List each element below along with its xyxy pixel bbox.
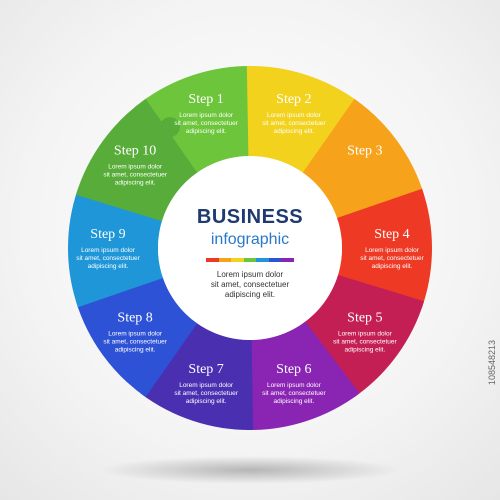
rainbow-swatch	[256, 258, 269, 262]
stock-id: 108548213	[487, 340, 497, 386]
step-label: Step 10	[114, 144, 156, 159]
puzzle-tab	[159, 117, 180, 138]
step-label: Step 2	[276, 92, 311, 107]
step-description-line: Lorem ipsum dolor	[267, 112, 322, 119]
rainbow-bar	[206, 258, 295, 262]
step-description-line: Lorem ipsum dolor	[179, 112, 234, 119]
step-description-line: sit amet, consectetuer	[174, 390, 238, 397]
center-desc-line: sit amet, consectetuer	[210, 280, 290, 289]
step-label: Step 7	[188, 362, 223, 377]
step-description-line: adipiscing elit.	[186, 128, 227, 135]
business-title: BUSINESS	[196, 206, 304, 228]
step-label: Step 1	[188, 92, 223, 107]
step-segment	[246, 66, 360, 175]
step-description-line: Lorem ipsum dolor	[338, 330, 393, 337]
step-description-line: sit amet, consectetuer	[76, 255, 140, 262]
step-description-line: Lorem ipsum dolor	[267, 382, 322, 389]
center-circle	[158, 156, 342, 340]
step-description-line: sit amet, consectetuer	[333, 338, 397, 345]
rainbow-swatch	[218, 258, 232, 262]
wheel-shadow	[100, 456, 400, 484]
center-description: Lorem ipsum dolor sit amet, consectetuer…	[160, 270, 340, 300]
step-description-line: adipiscing elit.	[115, 346, 156, 353]
step-segment	[302, 98, 425, 222]
step-label: Step 6	[276, 362, 311, 377]
step-label: Step 9	[90, 227, 125, 242]
step-description-line: Lorem ipsum dolor	[179, 382, 234, 389]
step-description-line: Lorem ipsum dolor	[108, 330, 163, 337]
step-label: Step 4	[374, 227, 409, 242]
center-desc-line: adipiscing elit.	[224, 290, 276, 299]
rainbow-swatch	[243, 258, 257, 262]
rainbow-swatch	[231, 258, 244, 262]
step-label: Step 5	[347, 310, 382, 325]
step-segment	[140, 65, 254, 175]
rainbow-swatch	[206, 258, 219, 262]
step-description-line: sit amet, consectetuer	[103, 338, 167, 345]
infographic-subtitle: infographic	[210, 231, 290, 248]
step-label: Step 3	[347, 144, 382, 159]
step-description-line: sit amet, consectetuer	[360, 255, 424, 262]
step-description-line: Lorem ipsum dolor	[108, 164, 163, 171]
step-description-line: adipiscing elit.	[344, 346, 385, 353]
step-description-line: adipiscing elit.	[186, 398, 227, 405]
step-description-line: sit amet, consectetuer	[262, 390, 326, 397]
step-segment	[140, 321, 254, 431]
step-description-line: adipiscing elit.	[273, 398, 314, 405]
rainbow-swatch	[268, 258, 282, 262]
step-description-line: sit amet, consectetuer	[103, 172, 167, 179]
step-segment	[246, 321, 360, 431]
step-description-line: adipiscing elit.	[273, 128, 314, 135]
step-description-line: adipiscing elit.	[88, 263, 129, 270]
step-segment	[75, 274, 198, 398]
rainbow-swatch	[281, 258, 295, 262]
step-description-line: Lorem ipsum dolor	[81, 247, 136, 254]
step-description-line: Lorem ipsum dolor	[365, 247, 420, 254]
step-segment	[336, 188, 432, 308]
step-description-line: adipiscing elit.	[115, 180, 156, 187]
step-description-line: sit amet, consectetuer	[262, 120, 326, 127]
step-label: Step 8	[117, 310, 152, 325]
step-segment	[68, 188, 164, 308]
center-desc-line: Lorem ipsum dolor	[216, 270, 284, 279]
step-description-line: adipiscing elit.	[372, 263, 413, 270]
step-description-line: sit amet, consectetuer	[174, 120, 238, 127]
